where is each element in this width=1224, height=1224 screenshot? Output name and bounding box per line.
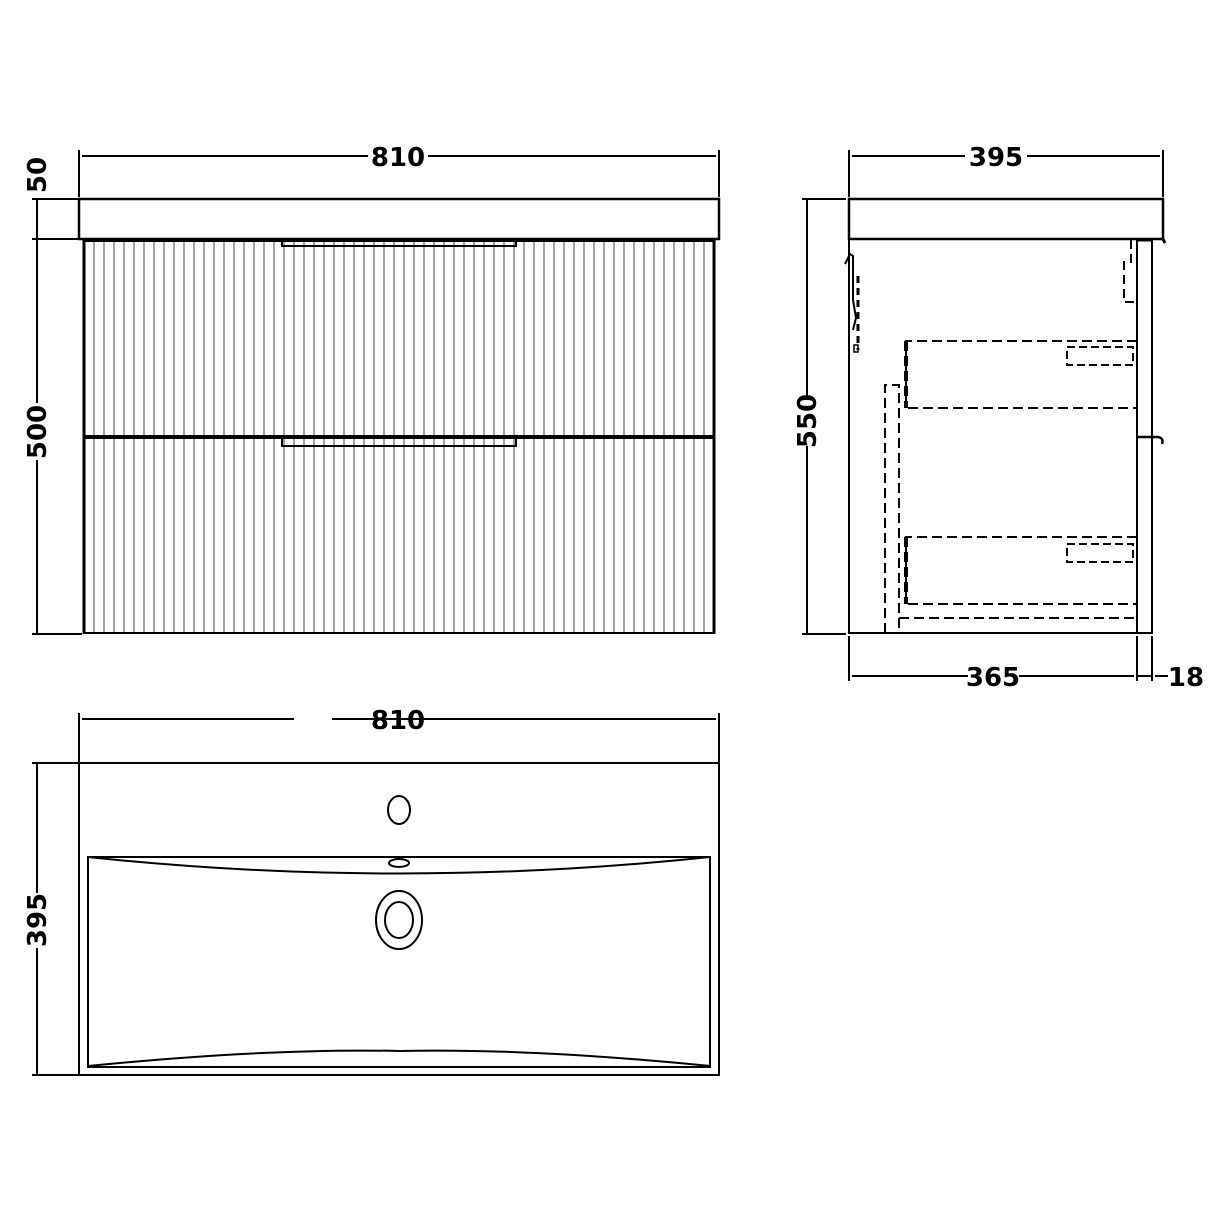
side-height-label: 550 <box>793 394 823 448</box>
basin-height-label: 50 <box>23 157 53 193</box>
overflow-icon <box>388 858 410 868</box>
basin-top <box>77 197 721 241</box>
basin-outline <box>78 762 720 1076</box>
side-basin-top <box>847 197 1165 241</box>
plan-depth-label: 395 <box>23 893 53 947</box>
side-depth-dimension: 395 <box>848 143 1164 197</box>
front-height-dimension: 50 500 <box>23 157 82 635</box>
plan-view: 810 395 <box>23 706 720 1076</box>
bottom-drawer-handle <box>281 437 517 447</box>
plan-width-dimension: 810 <box>78 706 720 762</box>
basin-bowl <box>87 856 711 1068</box>
cabinet-height-label: 500 <box>23 405 53 459</box>
side-elevation: 395 <box>793 143 1204 693</box>
side-height-dimension: 550 <box>793 198 846 635</box>
wall-gap-label: 18 <box>1168 663 1204 693</box>
side-depth-label: 395 <box>969 143 1023 173</box>
waste-outlet-inner <box>384 901 414 939</box>
wall-bracket <box>844 252 858 331</box>
front-elevation: 810 50 500 <box>23 143 721 635</box>
cabinet-body <box>82 238 716 634</box>
top-drawer-handle <box>281 240 517 247</box>
waste-pipe-hidden <box>884 384 900 633</box>
plan-depth-dimension: 395 <box>23 762 78 1076</box>
bottom-drawer-hidden <box>904 536 1137 605</box>
side-handle-profile <box>1137 435 1164 445</box>
side-bottom-dimensions: 365 18 <box>848 636 1204 693</box>
front-width-dimension: 810 <box>78 143 720 197</box>
waste-outlet-outer <box>375 890 423 950</box>
top-drawer-hidden <box>904 340 1137 409</box>
cabinet-depth-label: 365 <box>966 663 1020 693</box>
plan-width-label: 810 <box>371 706 425 736</box>
tap-hole <box>387 795 411 825</box>
front-width-label: 810 <box>371 143 425 173</box>
